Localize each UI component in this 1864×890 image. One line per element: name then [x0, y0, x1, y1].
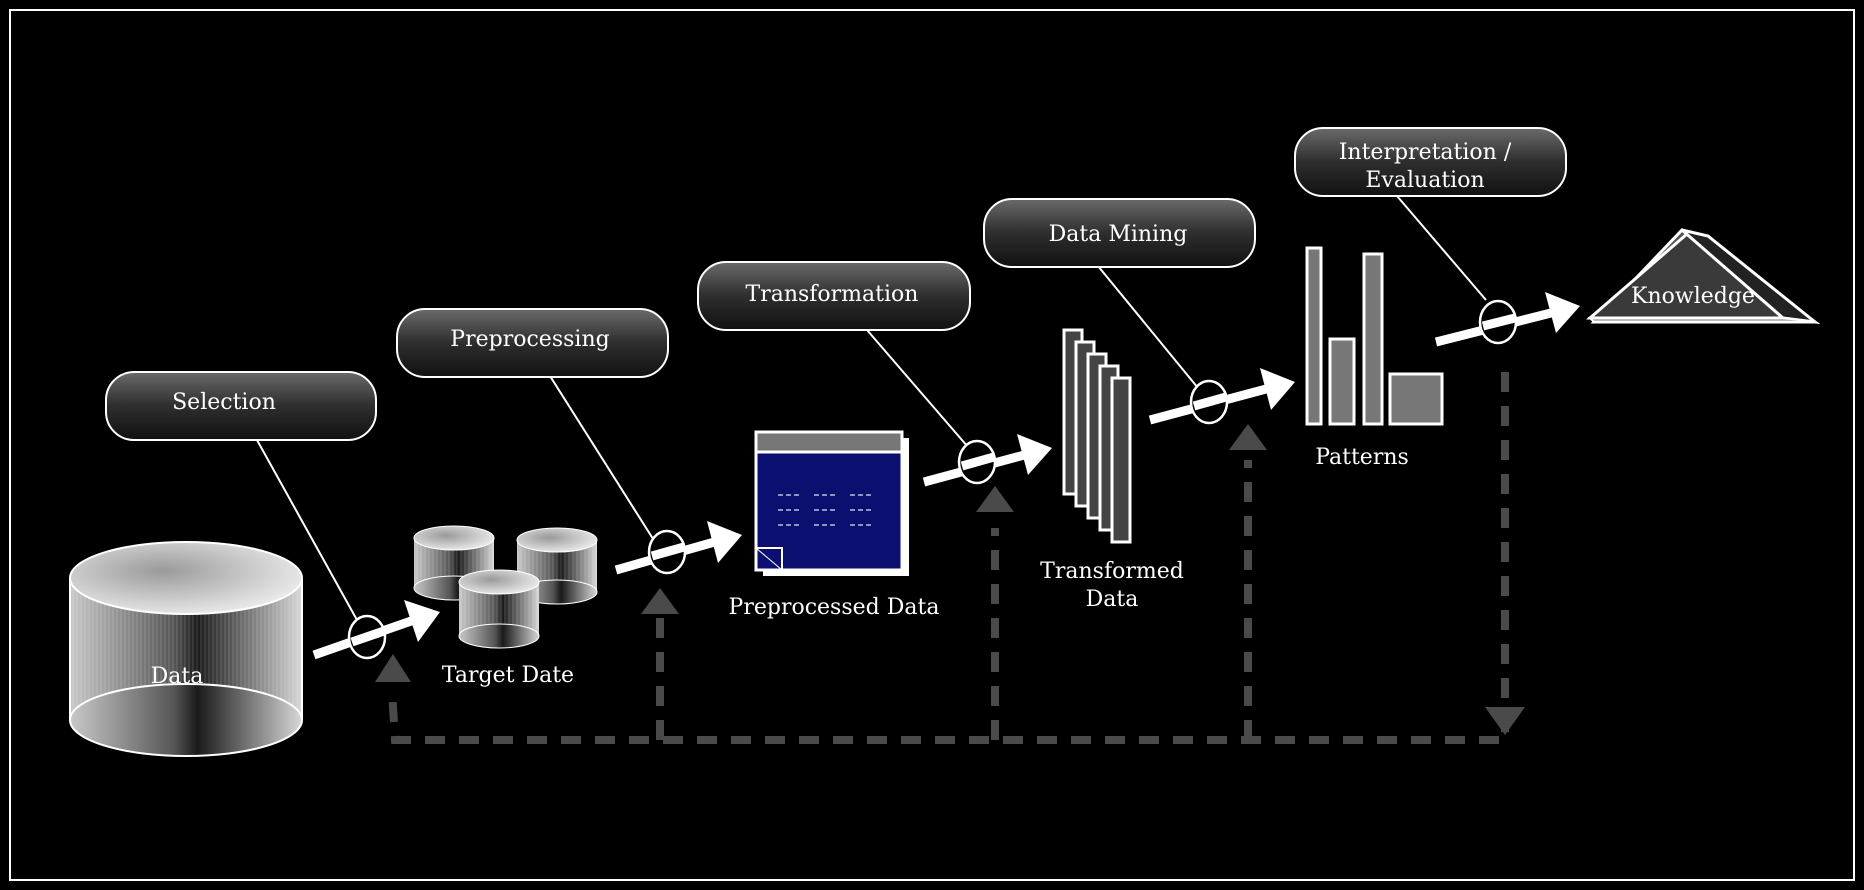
- step-preprocessing: Preprocessing: [396, 308, 669, 378]
- target-data-label: Target Date: [442, 663, 574, 688]
- data-cylinder: [69, 541, 303, 757]
- patterns-bars: [1305, 246, 1444, 426]
- step-interpretation-label-line1: Interpretation /: [1339, 140, 1512, 165]
- step-interpretation-label-line2: Evaluation: [1365, 168, 1484, 193]
- step-transformation-label: Transformation: [746, 282, 919, 307]
- preprocessed-document: [754, 430, 909, 576]
- patterns-label: Patterns: [1315, 445, 1409, 470]
- transformed-data-label-line1: Transformed: [1040, 559, 1184, 584]
- preprocessed-data-label: Preprocessed Data: [729, 595, 940, 620]
- target-data-cylinders: [413, 525, 598, 649]
- feedback-arrowheads: [375, 424, 1525, 735]
- step-transformation: Transformation: [697, 261, 971, 331]
- step-data-mining: Data Mining: [983, 198, 1256, 268]
- hinge-arrow-overlay: [350, 313, 1517, 647]
- diagram-frame: [9, 9, 1855, 881]
- transformed-data-stack: [1062, 328, 1132, 544]
- step-selection: Selection: [105, 371, 377, 441]
- transformed-data-label-line2: Data: [1086, 587, 1139, 612]
- step-interpretation-evaluation: Interpretation / Evaluation: [1294, 127, 1567, 197]
- knowledge-label: Knowledge: [1631, 284, 1755, 309]
- feedback-loop: [388, 372, 1509, 744]
- step-connectors: [256, 195, 1487, 621]
- step-selection-label: Selection: [172, 390, 276, 415]
- step-preprocessing-label: Preprocessing: [450, 327, 609, 352]
- step-data-mining-label: Data Mining: [1049, 222, 1188, 247]
- knowledge-pyramid: [1585, 228, 1821, 325]
- data-label: Data: [151, 664, 204, 689]
